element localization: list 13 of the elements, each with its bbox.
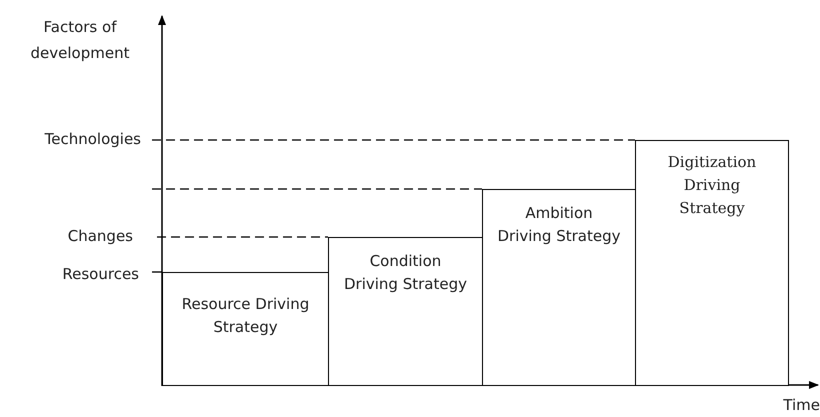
strategy-box bbox=[162, 272, 329, 386]
strategy-box bbox=[635, 140, 789, 386]
axis-level-label: Technologies bbox=[44, 129, 141, 150]
axis-level-label: Resources bbox=[62, 264, 139, 285]
strategy-name: Resource Driving Strategy bbox=[180, 294, 310, 338]
strategy-name: Digitization Driving Strategy bbox=[666, 152, 758, 219]
axis-title: Time bbox=[783, 395, 820, 416]
axis-title: Factors of development bbox=[30, 17, 130, 64]
strategy-box bbox=[482, 189, 636, 386]
strategy-name: Condition Driving Strategy bbox=[343, 251, 468, 295]
axis-level-label: Changes bbox=[68, 226, 133, 247]
strategy-box bbox=[328, 237, 483, 386]
strategy-name: Ambition Driving Strategy bbox=[497, 203, 621, 247]
